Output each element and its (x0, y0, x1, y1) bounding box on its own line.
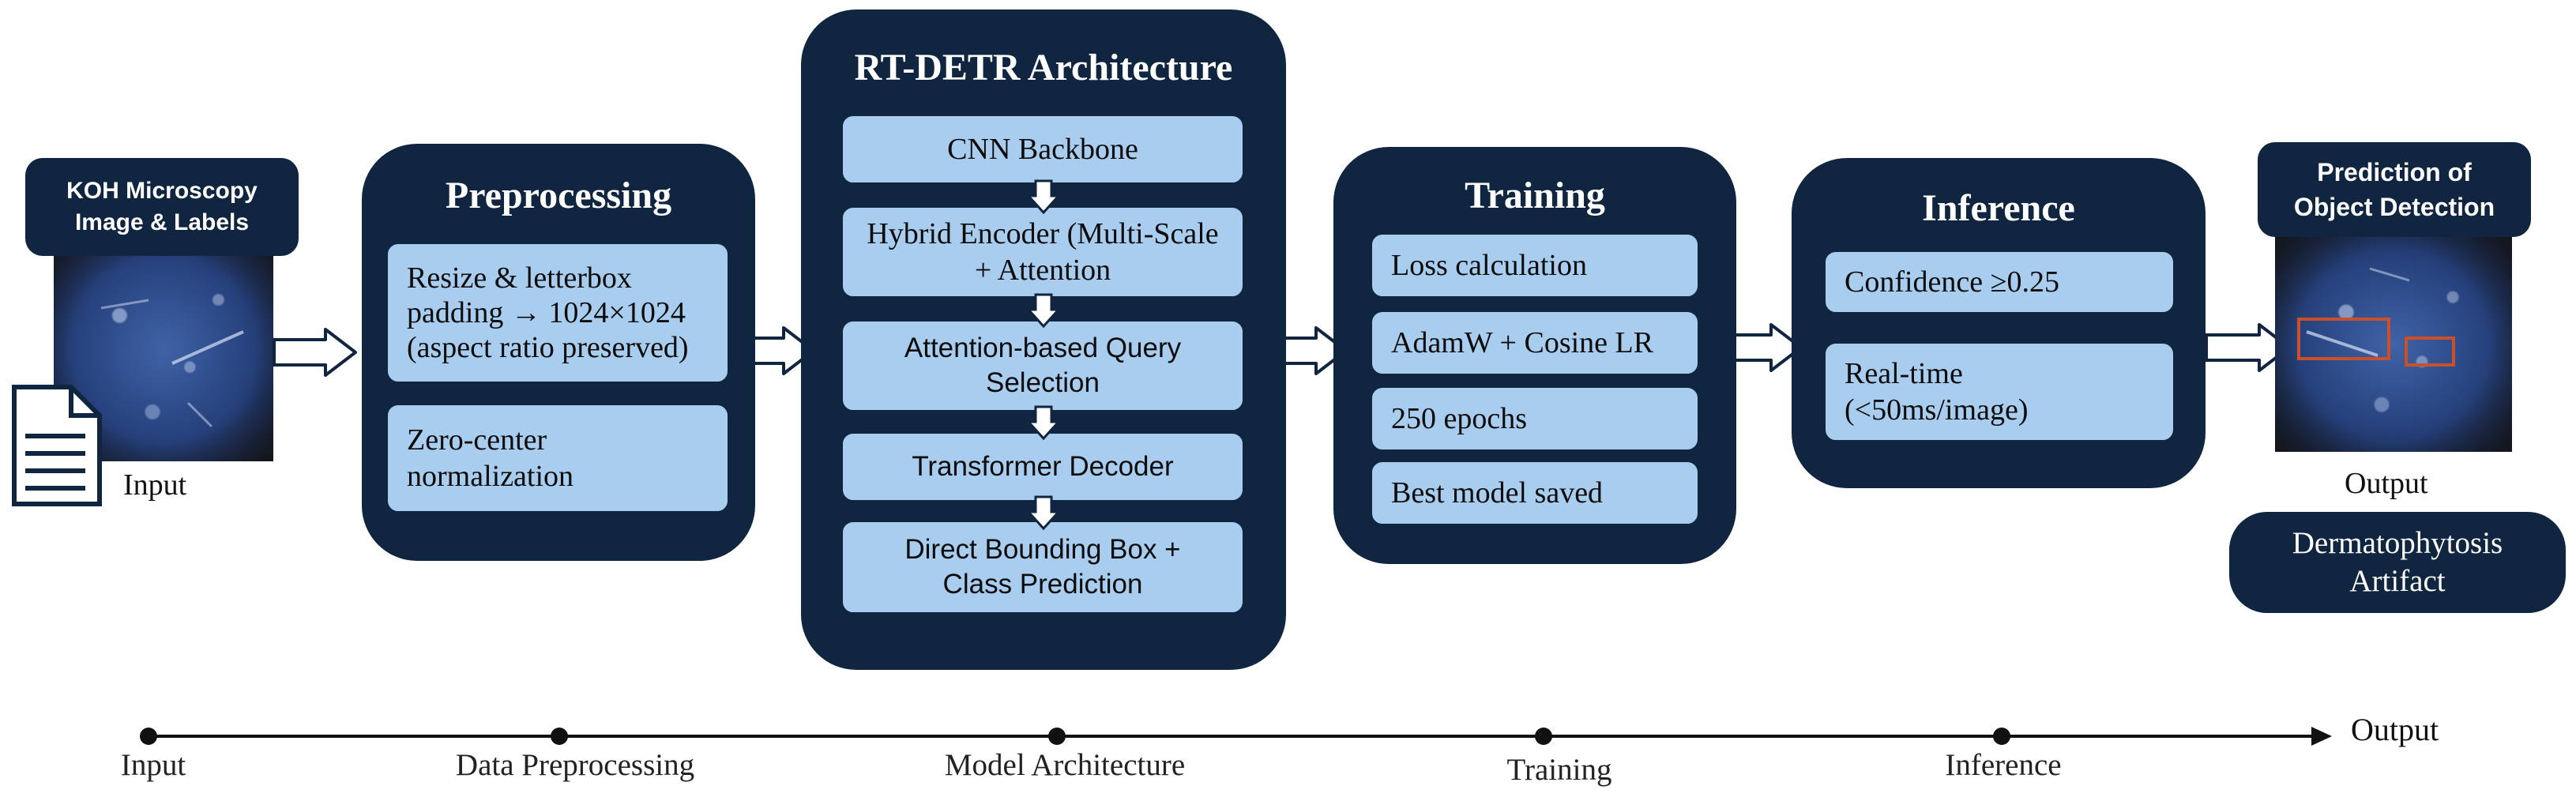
preprocessing-step-resize: Resize & letterbox padding → 1024×1024 (… (385, 242, 730, 384)
arch-step-query-selection: Attention-based Query Selection (840, 319, 1245, 412)
input-header: KOH Microscopy Image & Labels (25, 158, 299, 256)
arch-step-transformer-decoder: Transformer Decoder (840, 431, 1245, 502)
training-step-optimizer: AdamW + Cosine LR (1370, 310, 1700, 376)
timeline-label-training: Training (1506, 753, 1612, 787)
timeline-dot-training (1535, 728, 1552, 745)
output-classes: Dermatophytosis Artifact (2229, 512, 2566, 613)
timeline-dot-inference (1993, 728, 2010, 745)
inference-step-confidence: Confidence ≥0.25 (1823, 250, 2175, 314)
inference-step-realtime: Real-time (<50ms/image) (1823, 341, 2175, 442)
architecture-panel: RT-DETR Architecture CNN Backbone Hybrid… (801, 9, 1286, 670)
training-step-best-model: Best model saved (1370, 460, 1700, 526)
document-icon (12, 385, 102, 506)
output-classes-text: Dermatophytosis Artifact (2292, 526, 2503, 598)
architecture-title: RT-DETR Architecture (854, 47, 1233, 88)
training-step-loss: Loss calculation (1370, 232, 1700, 299)
arrow-input-to-preprocessing (273, 328, 357, 377)
timeline-dot-architecture (1048, 728, 1066, 745)
timeline-dot-input (140, 728, 157, 745)
training-panel: Training Loss calculation AdamW + Cosine… (1333, 147, 1736, 564)
down-arrow-4 (1025, 495, 1062, 531)
timeline-label-preprocessing: Data Preprocessing (455, 748, 695, 782)
down-arrow-3 (1025, 405, 1062, 441)
preprocessing-step-normalization: Zero-center normalization (385, 403, 730, 513)
inference-title: Inference (1922, 187, 2075, 229)
down-arrow-2 (1025, 293, 1062, 329)
arch-step-cnn-backbone: CNN Backbone (840, 114, 1245, 185)
arch-step-hybrid-encoder: Hybrid Encoder (Multi-Scale + Attention (840, 205, 1245, 299)
input-label: Input (123, 468, 187, 502)
output-prediction-image (2275, 237, 2512, 452)
detection-box-2 (2405, 337, 2455, 367)
timeline-label-inference: Inference (1945, 748, 2062, 782)
preprocessing-title: Preprocessing (445, 175, 672, 216)
timeline-dot-preprocessing (551, 728, 568, 745)
output-header: Prediction of Object Detection (2258, 142, 2531, 237)
timeline-axis (140, 727, 2332, 746)
output-label: Output (2345, 467, 2428, 500)
timeline-label-input: Input (120, 748, 186, 782)
arch-step-bbox-class-prediction: Direct Bounding Box + Class Prediction (840, 520, 1245, 615)
detection-box-1 (2297, 318, 2390, 360)
inference-panel: Inference Confidence ≥0.25 Real-time (<5… (1792, 158, 2206, 488)
preprocessing-panel: Preprocessing Resize & letterbox padding… (362, 144, 755, 561)
timeline-label-architecture: Model Architecture (944, 748, 1186, 782)
training-title: Training (1465, 175, 1605, 216)
training-step-epochs: 250 epochs (1370, 385, 1700, 452)
arrow-inference-to-output (2205, 323, 2291, 372)
timeline-end-label: Output (2351, 712, 2439, 747)
down-arrow-1 (1025, 179, 1062, 215)
arrow-training-to-inference (1729, 323, 1803, 372)
